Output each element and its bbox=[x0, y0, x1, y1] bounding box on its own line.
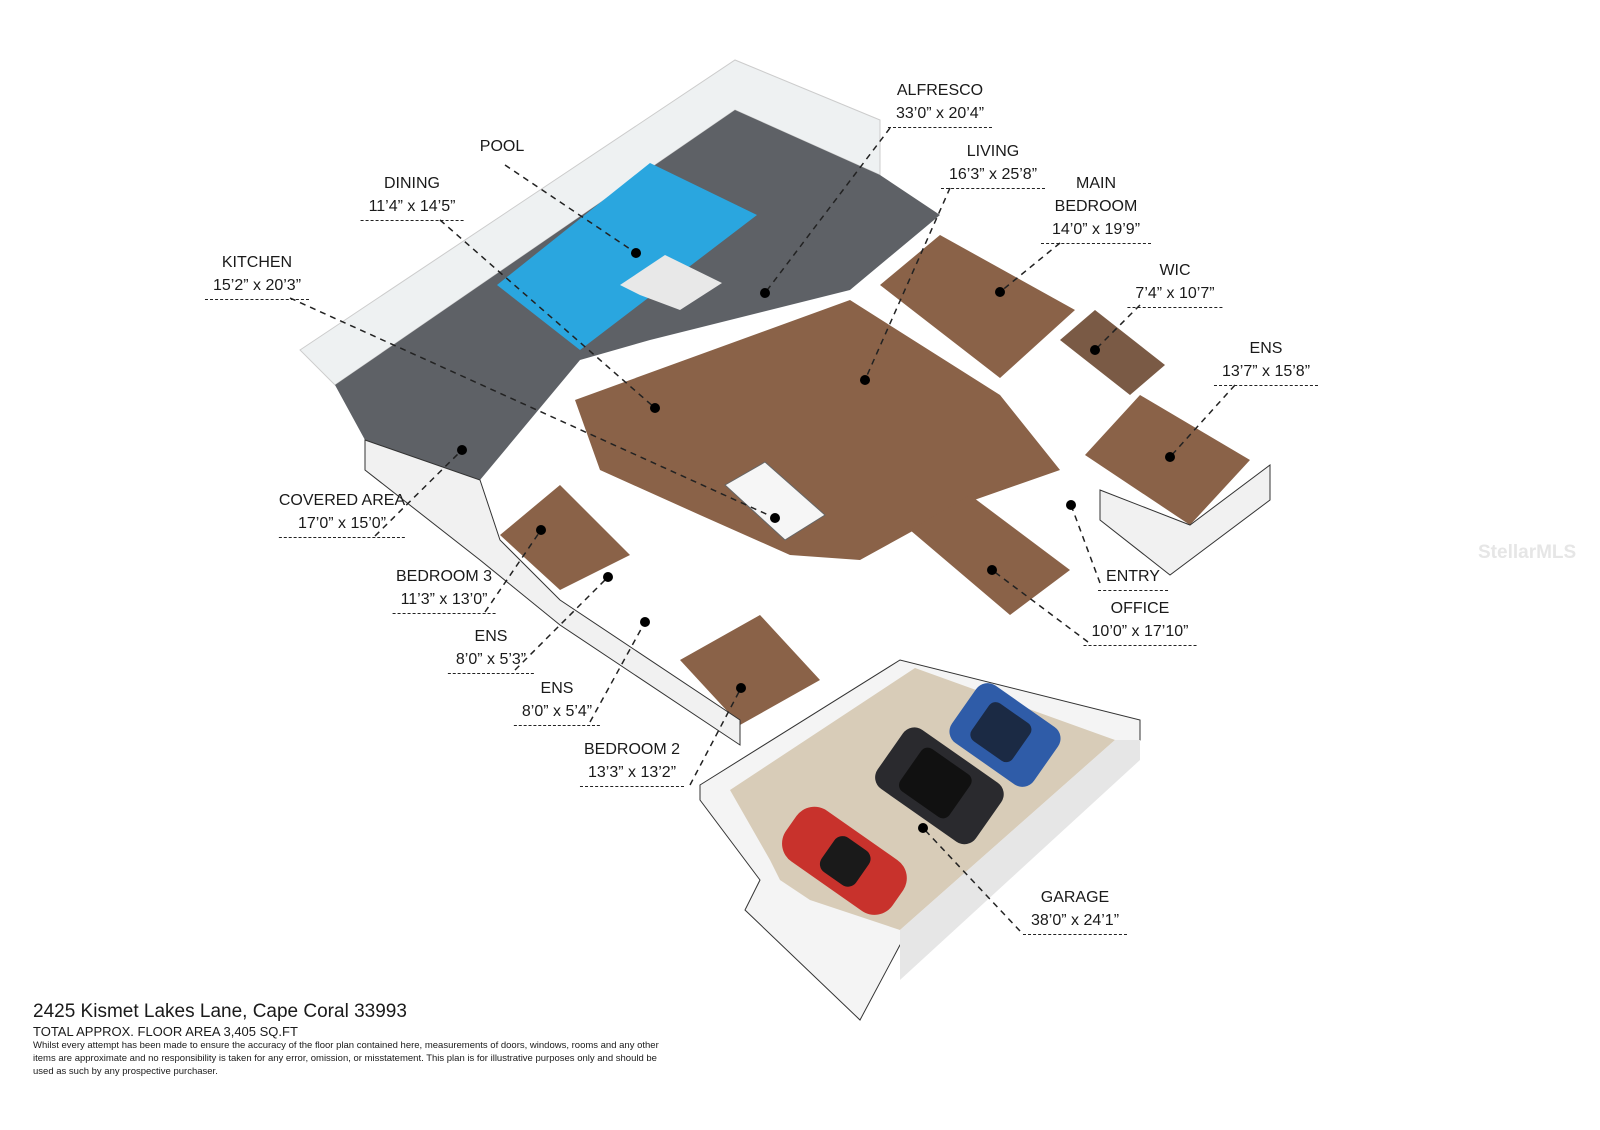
room-name: COVERED AREA bbox=[278, 492, 406, 509]
room-dimensions: 15’2” x 20’3” bbox=[204, 274, 310, 300]
wing-wall bbox=[364, 439, 741, 746]
room-label-main-bedroom: MAIN BEDROOM 14’0” x 19’9” bbox=[1041, 172, 1151, 244]
room-name: WIC bbox=[1159, 262, 1191, 279]
ensuite-wall bbox=[1099, 464, 1271, 576]
room-name: ENS bbox=[540, 680, 574, 697]
room-label-bedroom-3: BEDROOM 3 11’3” x 13’0” bbox=[392, 565, 496, 614]
room-name: MAIN BEDROOM bbox=[1054, 175, 1138, 215]
room-dimensions: 16’3” x 25’8” bbox=[940, 163, 1046, 189]
room-label-pool: POOL bbox=[480, 135, 524, 158]
room-label-alfresco: ALFRESCO 33’0” x 20’4” bbox=[887, 79, 993, 128]
bedroom2-floor bbox=[680, 615, 820, 725]
room-label-living: LIVING 16’3” x 25’8” bbox=[940, 140, 1046, 189]
room-dimensions: 38’0” x 24’1” bbox=[1022, 909, 1128, 935]
garage-front-wall bbox=[900, 740, 1140, 980]
room-dimensions: 13’3” x 13’2” bbox=[579, 761, 685, 787]
room-name: BEDROOM 2 bbox=[583, 741, 681, 758]
room-dimensions: 8’0” x 5’3” bbox=[447, 648, 535, 674]
room-markers bbox=[457, 248, 1175, 833]
leader-lines bbox=[289, 127, 1236, 932]
room-label-bedroom-2: BEDROOM 2 13’3” x 13’2” bbox=[579, 738, 685, 787]
wic-floor bbox=[1060, 310, 1165, 395]
room-label-ens-bed2: ENS 8’0” x 5’4” bbox=[513, 677, 601, 726]
room-dimensions: 14’0” x 19’9” bbox=[1041, 218, 1151, 244]
room-name: GARAGE bbox=[1040, 889, 1110, 906]
room-name: KITCHEN bbox=[221, 254, 293, 271]
pool-step bbox=[620, 255, 722, 310]
disclaimer: Whilst every attempt has been made to en… bbox=[33, 1040, 659, 1077]
room-dimensions: 7’4” x 10’7” bbox=[1127, 282, 1223, 308]
room-dimensions: 11’3” x 13’0” bbox=[392, 588, 496, 614]
room-name: LIVING bbox=[966, 143, 1020, 160]
pool bbox=[497, 163, 757, 350]
footer: 2425 Kismet Lakes Lane, Cape Coral 33993… bbox=[33, 1000, 673, 1078]
room-name: DINING bbox=[383, 175, 440, 192]
room-label-wic: WIC 7’4” x 10’7” bbox=[1127, 259, 1223, 308]
room-dimensions: 10’0” x 17’10” bbox=[1083, 620, 1197, 646]
room-label-kitchen: KITCHEN 15’2” x 20’3” bbox=[204, 251, 310, 300]
car-red bbox=[782, 806, 907, 915]
kitchen-island bbox=[724, 461, 826, 541]
room-dimensions: 11’4” x 14’5” bbox=[360, 195, 464, 221]
car-black bbox=[875, 727, 1004, 845]
room-label-entry: ENTRY bbox=[1098, 565, 1168, 591]
room-dimensions: 33’0” x 20’4” bbox=[887, 102, 993, 128]
room-name: ENS bbox=[474, 628, 508, 645]
room-name: ALFRESCO bbox=[896, 82, 984, 99]
office-floor bbox=[910, 495, 1070, 615]
address: 2425 Kismet Lakes Lane, Cape Coral 33993 bbox=[33, 1001, 407, 1022]
room-dimensions: 17’0” x 15’0” bbox=[278, 512, 406, 538]
room-name: OFFICE bbox=[1110, 600, 1170, 617]
room-dimensions: 13’7” x 15’8” bbox=[1213, 360, 1319, 386]
room-name: ENTRY bbox=[1098, 565, 1168, 591]
watermark: StellarMLS bbox=[1478, 542, 1577, 563]
main-bedroom-floor bbox=[880, 235, 1075, 378]
room-label-covered-area: COVERED AREA 17’0” x 15’0” bbox=[278, 489, 406, 538]
room-name: ENS bbox=[1249, 340, 1283, 357]
room-dimensions: 8’0” x 5’4” bbox=[513, 700, 601, 726]
room-label-dining: DINING 11’4” x 14’5” bbox=[360, 172, 464, 221]
room-label-garage: GARAGE 38’0” x 24’1” bbox=[1022, 886, 1128, 935]
bedroom3-floor bbox=[500, 485, 630, 590]
room-label-office: OFFICE 10’0” x 17’10” bbox=[1083, 597, 1197, 646]
room-name: POOL bbox=[479, 138, 525, 155]
car-blue bbox=[949, 683, 1061, 787]
floor-area: TOTAL APPROX. FLOOR AREA 3,405 SQ.FT bbox=[33, 1024, 298, 1039]
room-label-ens-bed3: ENS 8’0” x 5’3” bbox=[447, 625, 535, 674]
room-label-ens-main: ENS 13’7” x 15’8” bbox=[1213, 337, 1319, 386]
living-floor bbox=[575, 300, 1060, 560]
room-name: BEDROOM 3 bbox=[395, 568, 493, 585]
